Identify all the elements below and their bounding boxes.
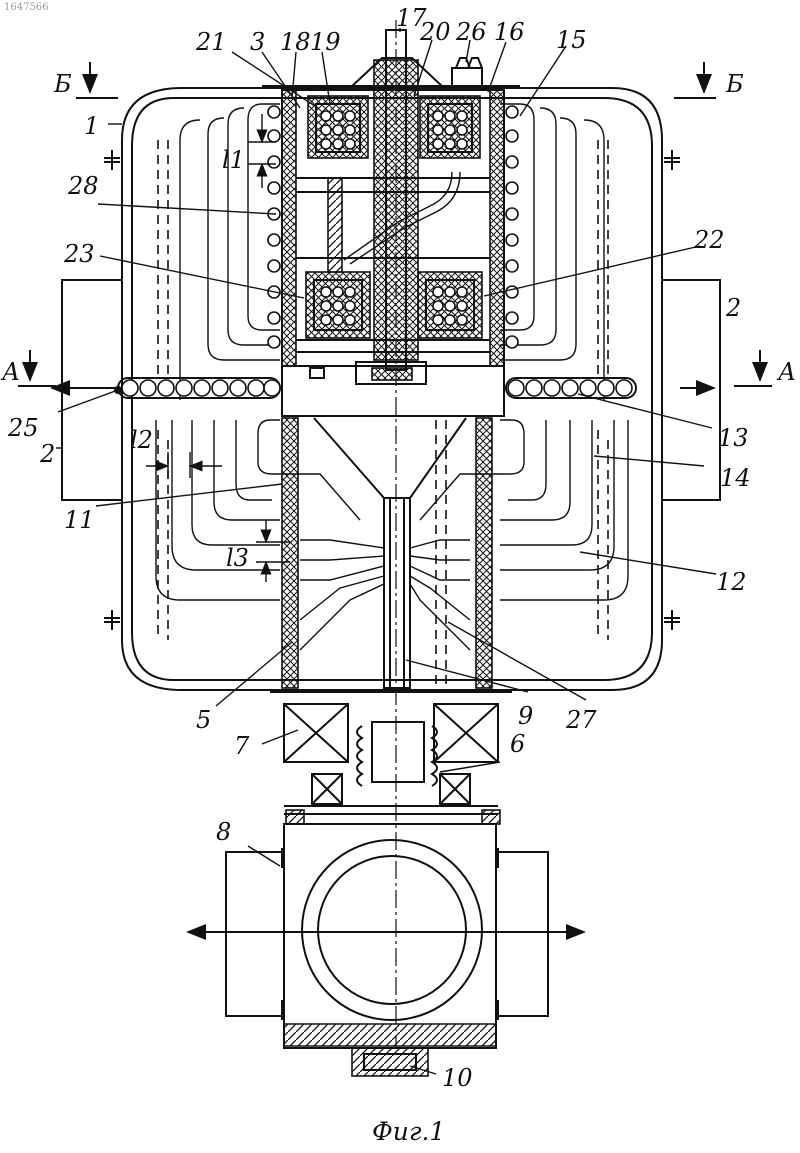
callout-2-right: 2 (725, 294, 741, 322)
callout-9: 9 (518, 702, 533, 730)
dimension-l1 (248, 114, 276, 188)
bottom-seal (372, 368, 412, 380)
callout-23: 23 (63, 240, 95, 268)
right-nozzle (662, 280, 720, 500)
dim-label-l3: l3 (226, 544, 249, 572)
callout-8: 8 (216, 818, 231, 846)
lower-crucible-left (306, 272, 370, 338)
bellows-core (372, 722, 424, 782)
inner-nozzle (384, 498, 410, 688)
callout-14: 14 (720, 464, 751, 492)
callout-2-left: 2 (39, 440, 55, 468)
valve-disc-inner (318, 856, 466, 1004)
label-a-left: А (0, 358, 20, 386)
callout-25: 25 (7, 414, 39, 442)
callout-16: 16 (494, 18, 525, 46)
plate-seal-left (286, 810, 304, 824)
figure-caption: Фиг.1 (372, 1117, 445, 1146)
lower-plate (284, 806, 498, 814)
chamber-wall-left (282, 90, 296, 366)
callout-13: 13 (718, 424, 749, 452)
valve-pipe-right (496, 852, 548, 1016)
bottom-bolt (310, 368, 324, 378)
valve-pipe-left (226, 852, 284, 1016)
label-b-left: Б (53, 70, 72, 98)
plate-seal-right (482, 810, 500, 824)
valve-disc-outer (302, 840, 482, 1020)
left-coil-row (118, 378, 280, 398)
left-nozzle (62, 280, 122, 500)
valve-body (284, 824, 496, 1048)
callout-21: 21 (195, 28, 227, 56)
lower-crucible-right (418, 272, 482, 338)
upper-crucible-right (420, 96, 480, 158)
callout-10: 10 (442, 1064, 473, 1092)
section-mark-b-right: Б (674, 62, 744, 98)
inner-nozzle-bore (390, 498, 404, 688)
callout-19: 19 (310, 28, 341, 56)
section-mark-b-left: Б (53, 62, 118, 98)
dim-label-l2: l2 (130, 426, 153, 454)
callout-15: 15 (556, 26, 587, 54)
coil-7-left-cross (284, 704, 348, 762)
chamber-wall-right (490, 90, 504, 366)
coil-7-right-cross (434, 704, 498, 762)
callout-11: 11 (64, 506, 95, 534)
callout-20: 20 (419, 18, 451, 46)
dim-label-l1: l1 (222, 146, 245, 174)
callout-26: 26 (455, 18, 487, 46)
lower-wall-right (476, 418, 492, 688)
label-a-right: А (776, 358, 796, 386)
top-fittings (456, 58, 482, 68)
callout-28: 28 (67, 172, 99, 200)
callout-12: 12 (716, 568, 747, 596)
upper-crucible-left (308, 96, 368, 158)
callout-7: 7 (234, 732, 250, 760)
label-b-right: Б (725, 70, 744, 98)
right-coil-row (506, 378, 636, 398)
section-mark-a-right: А (734, 350, 796, 386)
callout-22: 22 (693, 226, 725, 254)
section-mark-a-left: А (0, 350, 56, 386)
callout-6: 6 (510, 730, 525, 758)
small-coil-left-cross (312, 774, 342, 804)
callout-5: 5 (196, 706, 211, 734)
callout-1: 1 (84, 112, 99, 140)
valve-bottom-seat (284, 1024, 496, 1046)
chamber-coil-right (506, 106, 518, 348)
corner-mark: 1647566 (4, 2, 49, 13)
bellows-left (357, 726, 362, 786)
small-coil-right-cross (440, 774, 470, 804)
funnel (314, 418, 466, 498)
callout-27: 27 (565, 706, 597, 734)
callout-3: 3 (250, 28, 265, 56)
callout-18: 18 (280, 28, 311, 56)
